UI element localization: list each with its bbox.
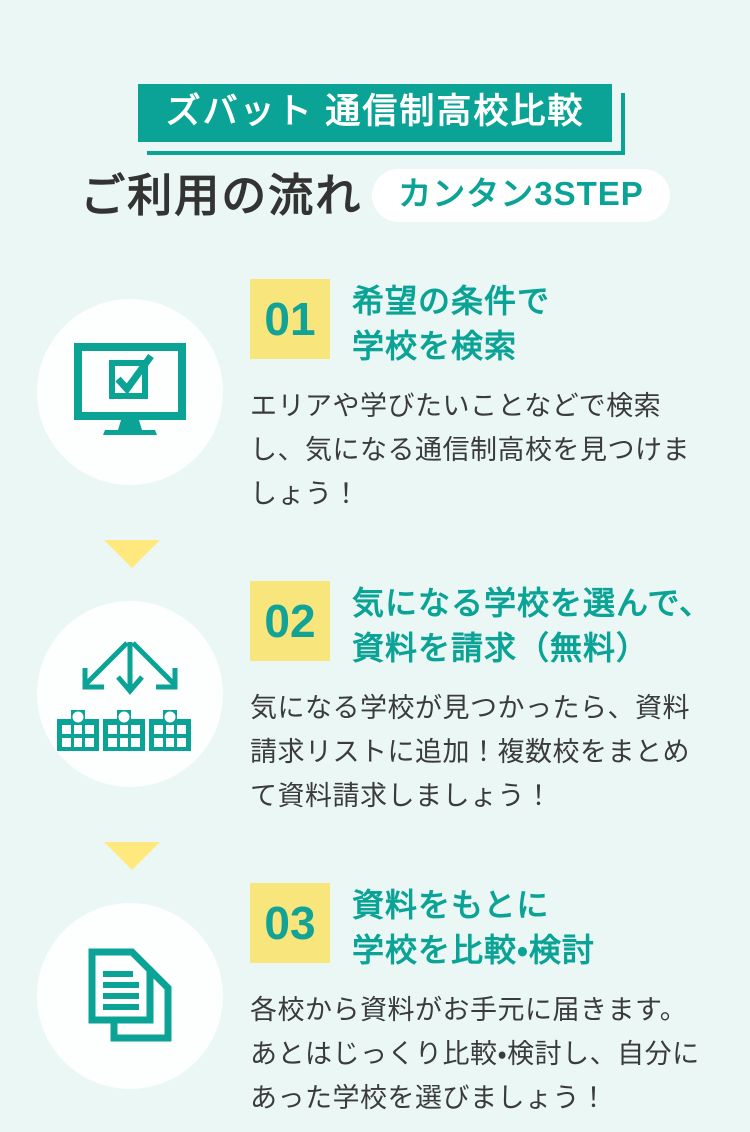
step1-title-line1: 希望の条件で [352, 282, 551, 319]
step2-title-line2: 資料を請求（無料） [352, 629, 650, 666]
triangle-down-icon [104, 841, 160, 870]
step2-title-line1: 気になる学校を選んで、 [352, 584, 713, 621]
steps-list: 01 希望の条件で 学校を検索 エリアや学びたいことなどで検索し、気になる通信制… [0, 278, 750, 1120]
steps-count-pill: カンタン3STEP [372, 169, 670, 222]
step2-description: 気になる学校が見つかったら、資料請求リストに追加！複数校をまとめて資料請求しまし… [250, 692, 690, 811]
step1-content: 01 希望の条件で 学校を検索 エリアや学びたいことなどで検索し、気になる通信制… [250, 278, 713, 516]
page-title: ご利用の流れ [80, 169, 363, 221]
fanout-arrows-schools-icon [57, 640, 191, 751]
monitor-check-icon [74, 342, 186, 435]
step1-icon-circle [37, 298, 223, 485]
step2-head: 02 気になる学校を選んで、 資料を請求（無料） [250, 580, 713, 671]
brand-badge-label: ズバット 通信制高校比較 [165, 92, 585, 131]
step3-title: 資料をもとに 学校を比較・検討 [352, 883, 595, 973]
step3-head: 03 資料をもとに 学校を比較・検討 [250, 882, 713, 973]
step1-description: エリアや学びたいことなどで検索し、気になる通信制高校を見つけましょう！ [250, 390, 690, 509]
step1-head: 01 希望の条件で 学校を検索 [250, 278, 713, 369]
documents-icon [88, 948, 172, 1041]
step2-content: 02 気になる学校を選んで、 資料を請求（無料） 気になる学校が見つかったら、資… [250, 580, 713, 818]
triangle-down-icon [104, 539, 160, 568]
step-row-2: 02 気になる学校を選んで、 資料を請求（無料） 気になる学校が見つかったら、資… [0, 580, 750, 818]
step-row-1: 01 希望の条件で 学校を検索 エリアや学びたいことなどで検索し、気になる通信制… [0, 278, 750, 516]
step3-description: 各校から資料がお手元に届きます。あとはじっくり比較・検討し、自分にあった学校を選… [250, 994, 700, 1113]
step1-title-line2: 学校を検索 [352, 327, 518, 364]
brand-badge: ズバット 通信制高校比較 [137, 84, 626, 154]
step3-title-line1: 資料をもとに [352, 886, 550, 923]
step2-number-badge: 02 [250, 580, 330, 661]
heading-row: ご利用の流れ カンタン3STEP [0, 169, 750, 223]
step-row-3: 03 資料をもとに 学校を比較・検討 各校から資料がお手元に届きます。あとはじっ… [0, 882, 750, 1120]
step3-number-badge: 03 [250, 882, 330, 963]
step1-number-badge: 01 [250, 278, 330, 359]
step3-content: 03 資料をもとに 学校を比較・検討 各校から資料がお手元に届きます。あとはじっ… [250, 882, 713, 1120]
step3-title-line2: 学校を比較・検討 [352, 931, 595, 968]
step2-title: 気になる学校を選んで、 資料を請求（無料） [352, 581, 712, 671]
step3-icon-circle [37, 902, 223, 1089]
step1-title: 希望の条件で 学校を検索 [352, 279, 550, 369]
step2-icon-circle [37, 600, 223, 787]
